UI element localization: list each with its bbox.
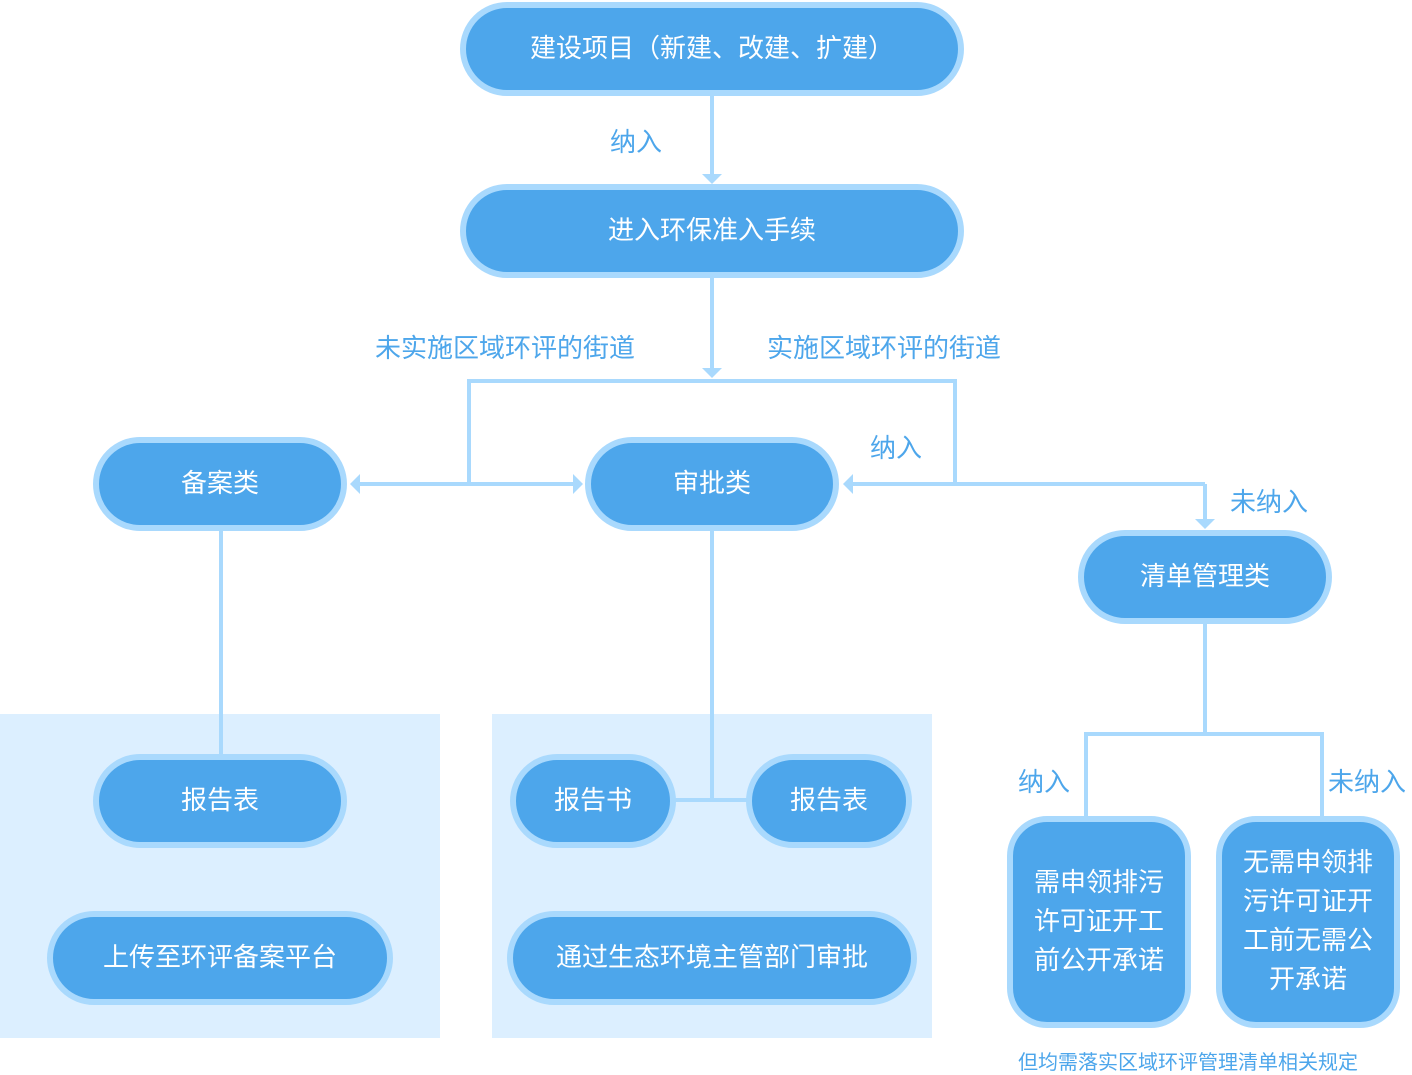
edge-list-branch	[1084, 732, 1324, 816]
node-filing-class: 备案类	[93, 437, 347, 531]
node-approval-report-book: 报告书	[510, 754, 676, 848]
footnote: 但均需落实区域环评管理清单相关规定	[1018, 1050, 1358, 1074]
label-with-regional-eia: 实施区域环评的街道	[767, 334, 1002, 364]
label-not-included-list-right: 未纳入	[1328, 768, 1407, 798]
node-filing-report-form: 报告表	[93, 754, 347, 848]
node-approval-class: 审批类	[585, 437, 839, 531]
edge-bracket	[467, 379, 957, 484]
node-filing-upload: 上传至环评备案平台	[47, 911, 393, 1005]
node-env-access: 进入环保准入手续	[460, 184, 964, 278]
arrow-down-bracket	[702, 368, 722, 378]
label-included-top: 纳入	[610, 128, 663, 158]
label-included-list-left: 纳入	[1018, 768, 1071, 798]
arrow-left-approval	[843, 474, 853, 494]
label-not-included-list: 未纳入	[1230, 488, 1309, 518]
node-construction-project: 建设项目（新建、改建、扩建）	[460, 2, 964, 96]
node-approval-report-form: 报告表	[746, 754, 912, 848]
label-no-regional-eia: 未实施区域环评的街道	[375, 334, 636, 364]
node-approval-pass: 通过生态环境主管部门审批	[507, 911, 917, 1005]
node-list-not-included: 无需申领排污许可证开工前无需公开承诺	[1216, 816, 1400, 1028]
arrow-left-filing	[350, 474, 360, 494]
arrow-down-access	[702, 174, 722, 184]
arrow-right-approval	[573, 474, 583, 494]
label-included-approval: 纳入	[870, 434, 923, 464]
node-list-mgmt-class: 清单管理类	[1078, 530, 1332, 624]
node-list-included: 需申领排污许可证开工前公开承诺	[1007, 816, 1191, 1028]
arrow-down-list	[1195, 519, 1215, 529]
